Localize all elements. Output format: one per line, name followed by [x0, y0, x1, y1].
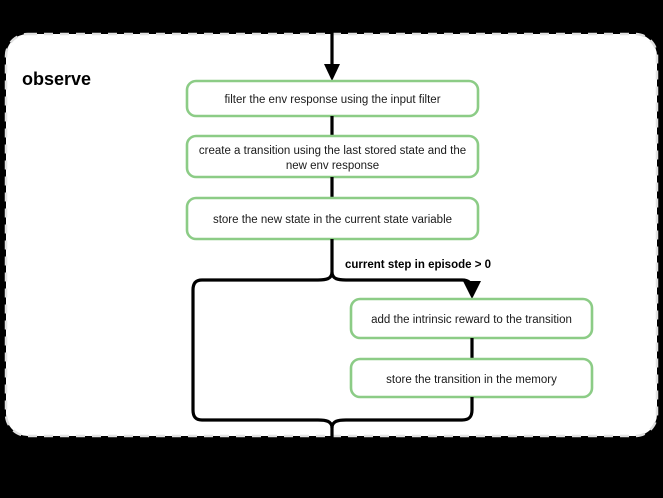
- node-store-transition-memory[interactable]: store the transition in the memory: [349, 357, 594, 399]
- node-add-intrinsic-reward[interactable]: add the intrinsic reward to the transiti…: [349, 297, 594, 340]
- arrow-head-icon: [324, 64, 340, 81]
- node-label: add the intrinsic reward to the transiti…: [371, 314, 572, 326]
- node-label-line-1: create a transition using the last store…: [199, 145, 466, 157]
- node-label-line-2: new env response: [286, 160, 379, 172]
- group-panel-dashed-border: [4, 32, 659, 438]
- branch-split-conditional: [191, 271, 481, 429]
- edge-branch-bypass: [191, 271, 334, 429]
- node-store-new-state[interactable]: store the new state in the current state…: [185, 196, 480, 241]
- edge-n5-to-merge: [330, 397, 474, 429]
- group-title-observe: observe: [22, 69, 91, 89]
- node-label: filter the env response using the input …: [224, 94, 440, 106]
- node-filter-env-response[interactable]: filter the env response using the input …: [185, 79, 480, 118]
- edge-label-condition: current step in episode > 0: [345, 259, 491, 271]
- node-label: store the new state in the current state…: [213, 214, 452, 226]
- node-label: store the transition in the memory: [386, 374, 557, 386]
- edge-entry-to-n1: [324, 20, 340, 81]
- arrow-head-icon: [463, 281, 481, 299]
- node-create-transition[interactable]: create a transition using the last store…: [185, 134, 480, 179]
